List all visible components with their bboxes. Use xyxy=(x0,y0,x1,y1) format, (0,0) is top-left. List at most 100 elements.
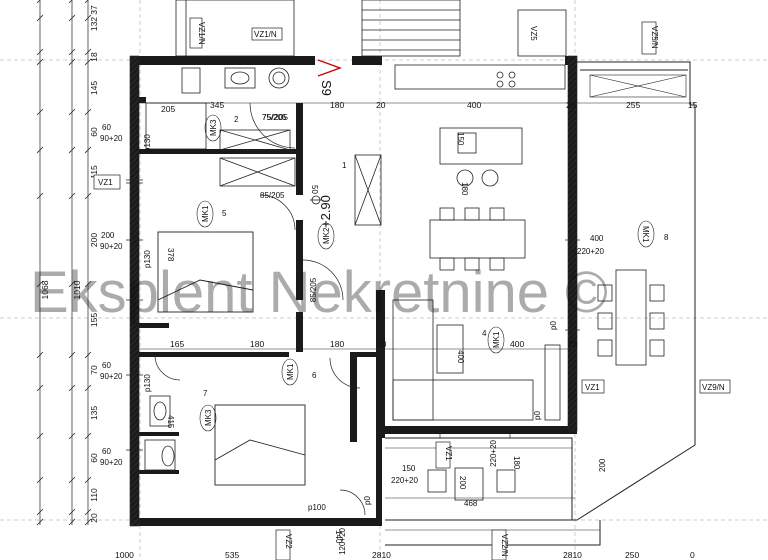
opening-label: 60 xyxy=(102,447,111,456)
dimension-tick xyxy=(68,280,76,288)
opening-label: 200 xyxy=(101,231,115,240)
opening-label: 60 xyxy=(102,123,111,132)
vz-tag-vz2: VZ2 xyxy=(275,529,293,560)
top-dim: 180 xyxy=(330,100,344,110)
dining-table xyxy=(429,169,526,271)
bed-room-5 xyxy=(157,231,254,313)
dimension-tick xyxy=(84,518,92,526)
dimension-tick xyxy=(36,192,44,200)
bottom-dim: 1000 xyxy=(115,550,134,560)
dimension-tick xyxy=(68,58,76,66)
left-dim: 60 xyxy=(89,127,99,137)
door-label: 85/205 xyxy=(260,191,285,200)
inner-walls xyxy=(139,97,380,474)
opening-label: 120+20 xyxy=(338,527,347,554)
watermark: Eksplent Nekretnine © xyxy=(30,260,608,325)
parapet-label: p100 xyxy=(308,503,326,512)
wardrobe xyxy=(219,129,382,226)
mk-tag: MK1 xyxy=(201,205,210,222)
opening-label: 150 xyxy=(402,464,416,473)
bottom-dim: 2810 xyxy=(372,550,391,560)
dim-label: 200 xyxy=(458,476,467,490)
opening-label: 220+20 xyxy=(391,476,418,485)
svg-text:VZ1/N: VZ1/N xyxy=(254,30,277,39)
dimension-tick xyxy=(84,14,92,22)
left-dim: 115 xyxy=(89,165,99,179)
vz-tag-vertical: VZ1/N xyxy=(189,17,206,49)
dimension-tick xyxy=(36,146,44,154)
mid-dim: 400 xyxy=(510,339,524,349)
dimension-tick xyxy=(36,280,44,288)
dim-label: 150 xyxy=(456,132,465,146)
opening-label: 220+20 xyxy=(577,247,604,256)
left-dim: 18 xyxy=(89,52,99,62)
vz-tag-left: VZ1 xyxy=(93,174,121,190)
dimension-tick xyxy=(68,108,76,116)
parapet-label: p130 xyxy=(143,250,152,268)
vz-tag-vz5n: VZ5/N xyxy=(641,21,659,55)
mk-tags xyxy=(196,114,655,432)
svg-text:VZ5: VZ5 xyxy=(529,26,538,41)
left-dim: 110 xyxy=(89,488,99,502)
room-number: 4 xyxy=(482,329,487,338)
top-dim: 75/205 xyxy=(262,112,288,122)
room-number: 1 xyxy=(342,161,347,170)
dimension-tick xyxy=(36,508,44,516)
dimension-tick xyxy=(84,280,92,288)
opening-label: 90+20 xyxy=(100,242,123,251)
dimension-tick xyxy=(68,384,76,392)
left-dim: 135 xyxy=(89,406,99,420)
left-dim: 20 xyxy=(89,513,99,523)
room-number: 8 xyxy=(664,233,669,242)
opening-label: 220+20 xyxy=(489,439,498,466)
mk-tag: MK2 xyxy=(322,227,331,244)
mk-tag: MK1 xyxy=(492,331,501,348)
left-dimension-lines xyxy=(39,0,89,525)
horizontal-dimension-lines xyxy=(139,102,695,499)
dimension-tick xyxy=(68,518,76,526)
dimension-tick xyxy=(68,192,76,200)
dimension-tick xyxy=(84,476,92,484)
top-dim: 205 xyxy=(161,104,175,114)
dim-label: 180 xyxy=(512,456,521,470)
parapet-label: p0 xyxy=(549,321,558,330)
dimension-tick xyxy=(84,192,92,200)
door-swings xyxy=(154,102,366,516)
svg-text:VZ2: VZ2 xyxy=(284,534,293,549)
dimension-tick xyxy=(36,48,44,56)
mid-dim: 20 xyxy=(568,339,578,349)
top-dim: 20 xyxy=(566,100,576,110)
dim-label: 415 xyxy=(166,415,175,429)
level-marker: +2.90 50 xyxy=(310,185,333,228)
dim-label: 400 xyxy=(456,350,465,364)
parapet-label: p130 xyxy=(143,374,152,392)
dimension-tick xyxy=(68,14,76,22)
left-dim: 155 xyxy=(89,313,99,327)
dimension-tick xyxy=(36,0,41,4)
terrace-furniture xyxy=(427,269,665,501)
opening-label: 60 xyxy=(102,361,111,370)
mk-tag: MK1 xyxy=(641,226,650,243)
bottom-dim: 535 xyxy=(225,550,239,560)
mid-dim: 165 xyxy=(170,339,184,349)
dimension-tick xyxy=(68,432,76,440)
dimension-tick xyxy=(68,351,76,359)
svg-text:VZ1: VZ1 xyxy=(98,178,113,187)
svg-text:VZ1: VZ1 xyxy=(444,446,453,461)
mk-tag: MK3 xyxy=(204,409,213,426)
svg-text:VZ9/N: VZ9/N xyxy=(702,383,725,392)
vz-tag-vz2n: VZ2/N xyxy=(491,529,509,560)
dimension-tick xyxy=(36,14,44,22)
left-dimension-ticks xyxy=(36,0,92,526)
left-dim: 37 xyxy=(89,5,99,15)
svg-text:VZ2/N: VZ2/N xyxy=(500,534,509,557)
top-dim: 255 xyxy=(626,100,640,110)
parapet-label: p0 xyxy=(533,411,542,420)
mid-dim: 180 xyxy=(250,339,264,349)
top-dim: 20 xyxy=(376,100,386,110)
top-dim: 15 xyxy=(688,100,698,110)
vz-tag-bottom: VZ1 xyxy=(435,441,453,469)
opening-label: 90+20 xyxy=(100,458,123,467)
s9-tag: S9 xyxy=(317,59,343,96)
svg-text:50: 50 xyxy=(310,185,319,194)
